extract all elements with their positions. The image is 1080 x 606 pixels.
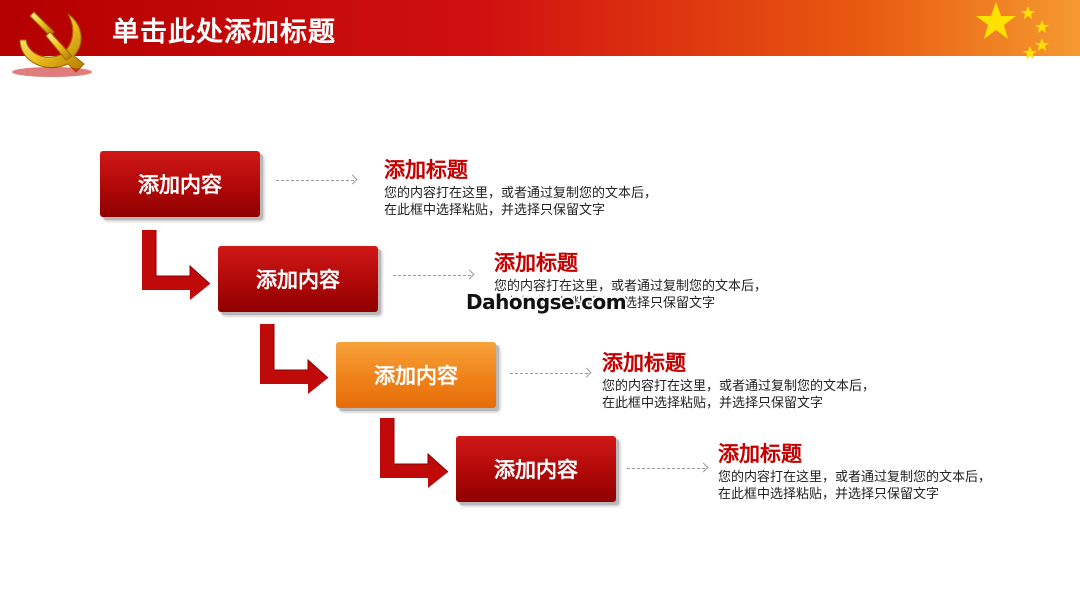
watermark-text: Dahongse.com	[466, 290, 627, 314]
step-3-box[interactable]: 添加内容	[336, 342, 496, 408]
step-1-title[interactable]: 添加标题	[384, 158, 468, 182]
step-2-desc-line1[interactable]: 您的内容打在这里，或者通过复制您的文本后，	[494, 279, 768, 294]
elbow-arrow-icon	[380, 418, 449, 488]
elbow-arrow-icon	[260, 324, 329, 394]
dashed-arrow-icon	[393, 275, 471, 276]
step-1-desc-line1[interactable]: 您的内容打在这里，或者通过复制您的文本后，	[384, 186, 658, 201]
step-2-box[interactable]: 添加内容	[218, 246, 378, 312]
elbow-arrow-icon	[142, 230, 211, 300]
step-2-title[interactable]: 添加标题	[494, 251, 578, 275]
dashed-arrow-icon	[510, 373, 588, 374]
slide-title[interactable]: 单击此处添加标题	[112, 17, 336, 48]
step-2-label: 添加内容	[256, 268, 340, 292]
step-4-desc-line1[interactable]: 您的内容打在这里，或者通过复制您的文本后，	[718, 470, 992, 485]
step-3-text: 添加标题 您的内容打在这里，或者通过复制您的文本后， 在此框中选择粘贴，并选择只…	[602, 350, 875, 412]
step-3-desc-line1[interactable]: 您的内容打在这里，或者通过复制您的文本后，	[602, 379, 876, 394]
dashed-arrow-icon	[627, 468, 705, 469]
hammer-sickle-icon	[12, 11, 92, 77]
step-4-title[interactable]: 添加标题	[718, 442, 802, 466]
step-4-text: 添加标题 您的内容打在这里，或者通过复制您的文本后， 在此框中选择粘贴，并选择只…	[718, 441, 991, 503]
step-4-label: 添加内容	[494, 458, 578, 482]
five-star-flag-icon	[976, 2, 1049, 59]
step-1-box[interactable]: 添加内容	[100, 151, 260, 217]
dashed-arrow-icon	[276, 180, 354, 181]
step-1-desc-line2[interactable]: 在此框中选择粘贴，并选择只保留文字	[384, 203, 606, 218]
step-2-text: 添加标题 您的内容打在这里，或者通过复制您的文本后， 在此框中选择粘贴，并选择只…	[494, 250, 767, 312]
step-3-label: 添加内容	[374, 364, 458, 388]
step-2-desc-line2[interactable]: 在此框中选择粘贴，并选择只保留文字	[494, 296, 716, 311]
step-3-desc-line2[interactable]: 在此框中选择粘贴，并选择只保留文字	[602, 396, 824, 411]
step-3-title[interactable]: 添加标题	[602, 351, 686, 375]
step-4-desc-line2[interactable]: 在此框中选择粘贴，并选择只保留文字	[718, 487, 940, 502]
step-1-label: 添加内容	[138, 173, 222, 197]
step-4-box[interactable]: 添加内容	[456, 436, 616, 502]
header-banner: 单击此处添加标题	[0, 0, 1080, 56]
step-1-text: 添加标题 您的内容打在这里，或者通过复制您的文本后， 在此框中选择粘贴，并选择只…	[384, 157, 657, 219]
